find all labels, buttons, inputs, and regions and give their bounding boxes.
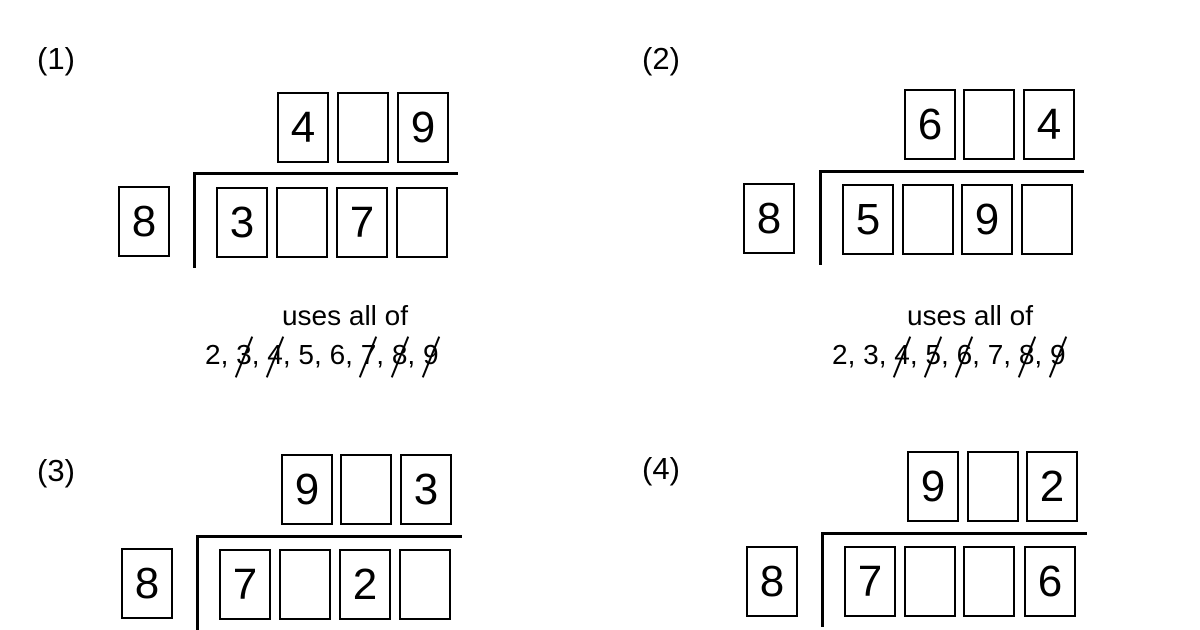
digit: 7	[987, 339, 1004, 370]
digit-crossed: 7	[360, 339, 377, 370]
digit-crossed: 5	[925, 339, 941, 370]
quotient-digit-box: 2	[1026, 451, 1078, 522]
dividend-digit-box: 6	[1024, 546, 1076, 617]
dividend-digit-box: 5	[842, 184, 894, 255]
dividend-digit-box	[279, 549, 331, 620]
dividend-digit-box	[904, 546, 956, 617]
division-bracket	[821, 532, 824, 627]
quotient-digit-box: 9	[281, 454, 333, 525]
dividend-digit-box: 2	[339, 549, 391, 620]
quotient-digit-box: 4	[277, 92, 329, 163]
divisor-box: 8	[746, 546, 798, 617]
digit-crossed: 9	[422, 339, 439, 370]
quotient-digit-box: 3	[400, 454, 452, 525]
quotient-digit-box: 4	[1023, 89, 1075, 160]
constraint-note: uses all of	[281, 300, 409, 331]
dividend-digit-box	[276, 187, 328, 258]
digit-crossed: 4	[267, 339, 283, 370]
quotient-digit-box	[967, 451, 1019, 522]
dividend-digit-box: 7	[336, 187, 388, 258]
division-bracket	[196, 535, 199, 630]
division-bar	[197, 535, 462, 538]
dividend-digit-box	[399, 549, 451, 620]
divisor-box: 8	[121, 548, 173, 619]
divisor-box: 8	[743, 183, 795, 254]
digit-crossed: 6	[956, 339, 973, 370]
dividend-digit-box	[1021, 184, 1073, 255]
division-bracket	[819, 170, 822, 265]
dividend-digit-box: 9	[961, 184, 1013, 255]
quotient-digit-box	[340, 454, 392, 525]
digit: 2	[832, 339, 848, 370]
constraint-note: uses all of	[906, 300, 1034, 331]
dividend-digit-box	[963, 546, 1015, 617]
problem-label: (3)	[37, 453, 75, 488]
division-bar	[194, 172, 458, 175]
division-bracket	[193, 172, 196, 268]
digit-crossed: 8	[391, 339, 408, 370]
dividend-digit-box	[902, 184, 954, 255]
quotient-digit-box	[963, 89, 1015, 160]
division-bar	[822, 532, 1087, 535]
problem-label: (4)	[642, 451, 680, 486]
quotient-digit-box: 9	[397, 92, 449, 163]
digit: 2	[205, 339, 221, 370]
digit-list: 2, 3, 4, 5, 6, 7, 8, 9	[832, 339, 1066, 370]
division-bar	[820, 170, 1084, 173]
digit-crossed: 4	[894, 339, 910, 370]
digit: 6	[329, 339, 346, 370]
digit-list: 2, 3, 4, 5, 6, 7, 8, 9	[205, 339, 439, 370]
quotient-digit-box: 9	[907, 451, 959, 522]
dividend-digit-box: 3	[216, 187, 268, 258]
quotient-digit-box: 6	[904, 89, 956, 160]
digit-crossed: 8	[1018, 339, 1035, 370]
digit-crossed: 9	[1049, 339, 1066, 370]
dividend-digit-box: 7	[219, 549, 271, 620]
dividend-digit-box	[396, 187, 448, 258]
problem-label: (2)	[642, 41, 680, 76]
quotient-digit-box	[337, 92, 389, 163]
digit: 5	[298, 339, 314, 370]
digit-crossed: 3	[236, 339, 252, 370]
dividend-digit-box: 7	[844, 546, 896, 617]
divisor-box: 8	[118, 186, 170, 257]
digit: 3	[863, 339, 879, 370]
problem-label: (1)	[37, 41, 75, 76]
